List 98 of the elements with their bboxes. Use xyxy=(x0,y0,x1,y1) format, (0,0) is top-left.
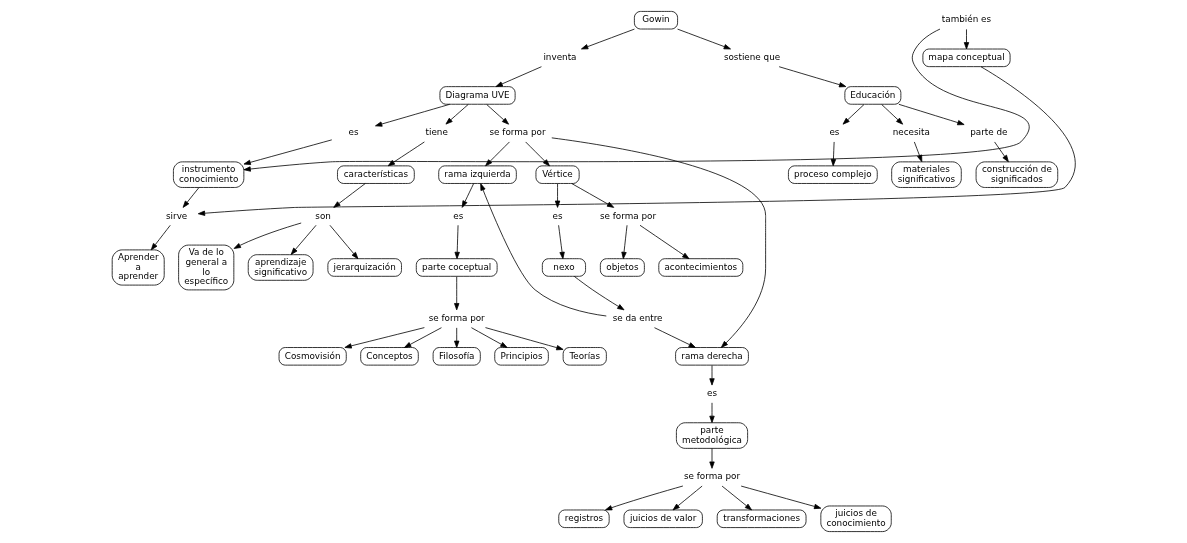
arrow xyxy=(461,183,474,208)
arrow xyxy=(830,141,836,167)
arrow xyxy=(554,183,560,208)
node-text: parte de xyxy=(969,127,1008,138)
node-text: se forma por xyxy=(683,471,740,482)
node-text: son xyxy=(314,210,331,221)
arrow xyxy=(708,447,715,469)
node-box: rama izquierda xyxy=(437,165,517,184)
arrow xyxy=(550,137,766,348)
node-box: rama derecha xyxy=(674,347,749,366)
arrow xyxy=(573,275,624,311)
arrow xyxy=(580,28,635,50)
arrow xyxy=(524,141,550,167)
node-box: registros xyxy=(557,509,610,528)
node-box: parte coceptual xyxy=(415,258,498,277)
arrow xyxy=(898,103,965,126)
arrow xyxy=(233,222,302,249)
node-box: Conceptos xyxy=(359,347,419,366)
node-box: Gowin xyxy=(633,11,678,30)
arrow xyxy=(485,104,509,125)
arrow xyxy=(708,365,715,386)
arrow xyxy=(672,485,703,511)
arrow xyxy=(653,327,696,348)
arrow xyxy=(484,327,563,351)
node-box: Cosmovisión xyxy=(278,347,347,366)
arrow xyxy=(150,224,171,251)
arrow xyxy=(557,224,565,260)
arrow xyxy=(676,28,731,50)
node-text: es xyxy=(706,388,717,399)
node-text: necesita xyxy=(892,127,930,138)
node-box: Vértice xyxy=(535,165,580,184)
arrow xyxy=(708,402,715,423)
arrow xyxy=(842,104,864,125)
node-box: aprendizaje significativo xyxy=(247,254,313,281)
arrow xyxy=(387,141,425,167)
node-text: tiene xyxy=(425,127,448,138)
arrow xyxy=(454,224,460,260)
arrow xyxy=(963,28,969,50)
arrow xyxy=(913,141,922,163)
arrow xyxy=(470,327,507,348)
node-box: materiales significativos xyxy=(890,161,962,188)
node-text: sirve xyxy=(165,210,187,221)
arrow xyxy=(243,139,332,165)
arrow xyxy=(403,327,442,348)
arrow xyxy=(329,224,358,260)
arrow xyxy=(479,183,607,317)
arrow xyxy=(243,28,1029,172)
node-box: juicios de conocimiento xyxy=(819,505,892,532)
node-box: objetos xyxy=(599,258,645,277)
arrow xyxy=(721,485,752,511)
node-text: es xyxy=(552,210,563,221)
node-box: jerarquización xyxy=(326,258,402,277)
arrow xyxy=(290,224,316,255)
node-box: construcción de significados xyxy=(975,161,1058,188)
arrow xyxy=(495,66,542,87)
arrow xyxy=(445,104,469,125)
node-text: se da entre xyxy=(612,312,662,323)
node-text: se forma por xyxy=(599,210,656,221)
arrow xyxy=(182,187,199,208)
arrow xyxy=(197,66,1076,216)
node-box: transformaciones xyxy=(716,509,806,528)
node-text: se forma por xyxy=(428,312,485,323)
arrow xyxy=(620,224,627,260)
arrow xyxy=(344,327,425,349)
node-box: instrumento conocimiento xyxy=(172,161,244,188)
arrow xyxy=(570,183,614,208)
arrow xyxy=(604,485,683,511)
arrow xyxy=(484,141,510,167)
node-box: juicios de valor xyxy=(623,509,703,528)
arrow xyxy=(374,103,450,127)
node-box: Filosofía xyxy=(432,347,481,366)
arrow xyxy=(740,485,821,510)
node-box: parte metodológica xyxy=(675,422,748,449)
node-text: se forma por xyxy=(489,127,546,138)
node-box: Principios xyxy=(493,347,549,366)
arrow xyxy=(639,224,689,260)
node-box: nexo xyxy=(541,258,586,277)
node-box: Va de lo general a lo específico xyxy=(177,244,234,291)
node-box: características xyxy=(336,165,415,184)
arrow xyxy=(880,104,903,125)
node-box: Educación xyxy=(843,86,901,105)
arrow xyxy=(332,183,366,208)
node-box: proceso complejo xyxy=(787,165,878,184)
node-text: es xyxy=(452,210,463,221)
arrow xyxy=(453,327,459,348)
node-box: Diagrama UVE xyxy=(439,86,516,105)
node-box: mapa conceptual xyxy=(922,48,1010,68)
node-box: Aprender a aprender xyxy=(111,249,165,286)
arrow xyxy=(993,141,1009,163)
arrow xyxy=(778,66,846,88)
node-text: es xyxy=(347,127,358,138)
node-text: es xyxy=(828,127,839,138)
node-box: acontecimientos xyxy=(657,258,743,277)
node-text: también es xyxy=(941,14,991,25)
node-text: inventa xyxy=(542,52,576,63)
arrow xyxy=(453,276,459,311)
node-box: Teorías xyxy=(562,347,607,366)
node-text: sostiene que xyxy=(723,52,780,63)
